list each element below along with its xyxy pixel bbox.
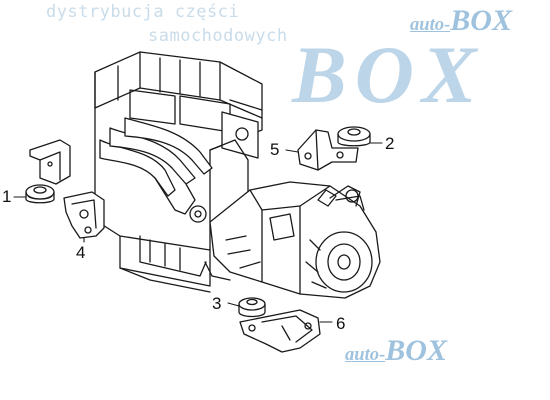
left-upper-bracket (29, 139, 71, 185)
leader-lines (13, 142, 383, 323)
watermark-brand-bottom: auto-BOX (345, 334, 447, 368)
watermark-brand-prefix: auto- (410, 14, 451, 35)
right-mount-bracket (297, 129, 359, 171)
callout-1: 1 (2, 187, 12, 206)
callout-2: 2 (385, 134, 395, 153)
gearbox-mount-bracket (239, 309, 321, 353)
engine-mount-left (25, 184, 55, 204)
engine-block (94, 51, 263, 293)
left-mount-bracket (63, 191, 105, 239)
callout-4: 4 (76, 243, 86, 262)
watermark-line2: samochodowych (148, 26, 288, 46)
gearbox-mount-rubber (238, 297, 266, 318)
callout-6: 6 (336, 314, 346, 333)
watermark-big-brand: BOX (292, 29, 485, 120)
callout-3: 3 (212, 294, 222, 313)
watermark-brand-suffix-2: BOX (385, 334, 447, 367)
watermark-brand-suffix: BOX (450, 4, 512, 37)
watermark-brand-top: auto-BOX (410, 4, 512, 38)
gearbox (204, 181, 381, 299)
engine-mount-right (337, 126, 371, 147)
watermark-line1: dystrybucja części (46, 2, 240, 22)
callout-5: 5 (270, 140, 280, 159)
watermark-brand-prefix-2: auto- (345, 344, 386, 365)
